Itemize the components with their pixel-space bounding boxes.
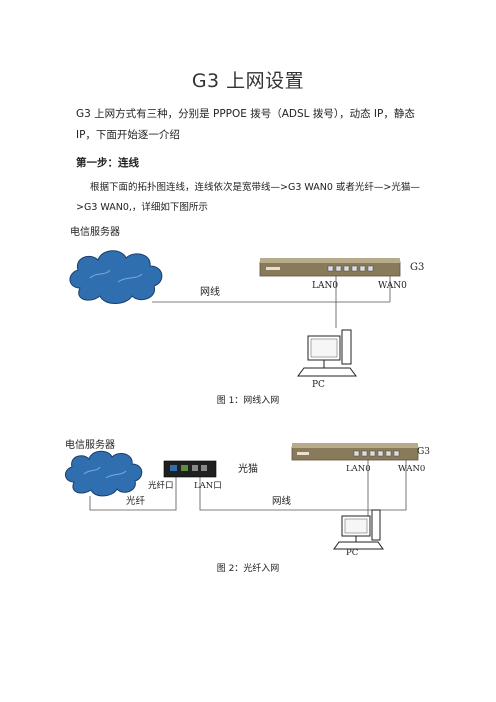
figure-1-caption: 图 1：网线入网 — [216, 396, 280, 406]
fig2-modem-label: 光猫 — [238, 462, 258, 475]
step-heading: 第一步：连线 — [76, 157, 139, 169]
fig1-pc-label: PC — [312, 380, 325, 390]
pc-icon — [333, 509, 384, 550]
fig2-lan-port-label: LAN口 — [194, 481, 222, 491]
fig2-cable-label: 网线 — [272, 495, 292, 507]
fig1-device-label: G3 — [410, 262, 424, 273]
g3-router-icon — [291, 443, 419, 461]
fig2-fiber-label: 光纤 — [126, 495, 146, 507]
intro-paragraph: G3 上网方式有三种，分别是 PPPOE 拨号（ADSL 拨号），动态 IP，静… — [76, 108, 415, 141]
fig2-pc-label: PC — [346, 548, 358, 556]
pc-icon — [297, 329, 357, 377]
figure-2-caption: 图 2：光纤入网 — [216, 564, 280, 574]
fig2-device-label: G3 — [417, 447, 430, 457]
g3-router-icon — [259, 258, 401, 277]
cloud-icon — [69, 250, 163, 304]
figure-2-diagram: 电信服务器 光猫 光纤口 LAN口 G3 LA — [65, 438, 430, 556]
fig2-lan-label: LAN0 — [346, 464, 371, 474]
fig2-fiber-port-label: 光纤口 — [148, 480, 174, 491]
fig1-connections — [152, 276, 391, 328]
fig2-connections — [89, 460, 407, 518]
fig1-lan-label: LAN0 — [312, 281, 338, 291]
fig1-wan-label: WAN0 — [378, 281, 407, 291]
fig2-server-label: 电信服务器 — [65, 438, 115, 451]
fig2-wan-label: WAN0 — [398, 464, 425, 474]
cloud-icon — [65, 450, 143, 497]
fig1-server-label: 电信服务器 — [70, 225, 120, 238]
page-title: G3 上网设置 — [191, 70, 305, 92]
fig1-cable-label: 网线 — [200, 285, 220, 298]
step-description: 根据下面的拓扑图连线，连线依次是宽带线—>G3 WAN0 或者光纤—>光猫—>G… — [76, 182, 420, 213]
figure-1-diagram: 电信服务器 G3 LAN0 WAN0 网线 — [69, 225, 424, 390]
optical-modem-icon — [163, 460, 217, 478]
